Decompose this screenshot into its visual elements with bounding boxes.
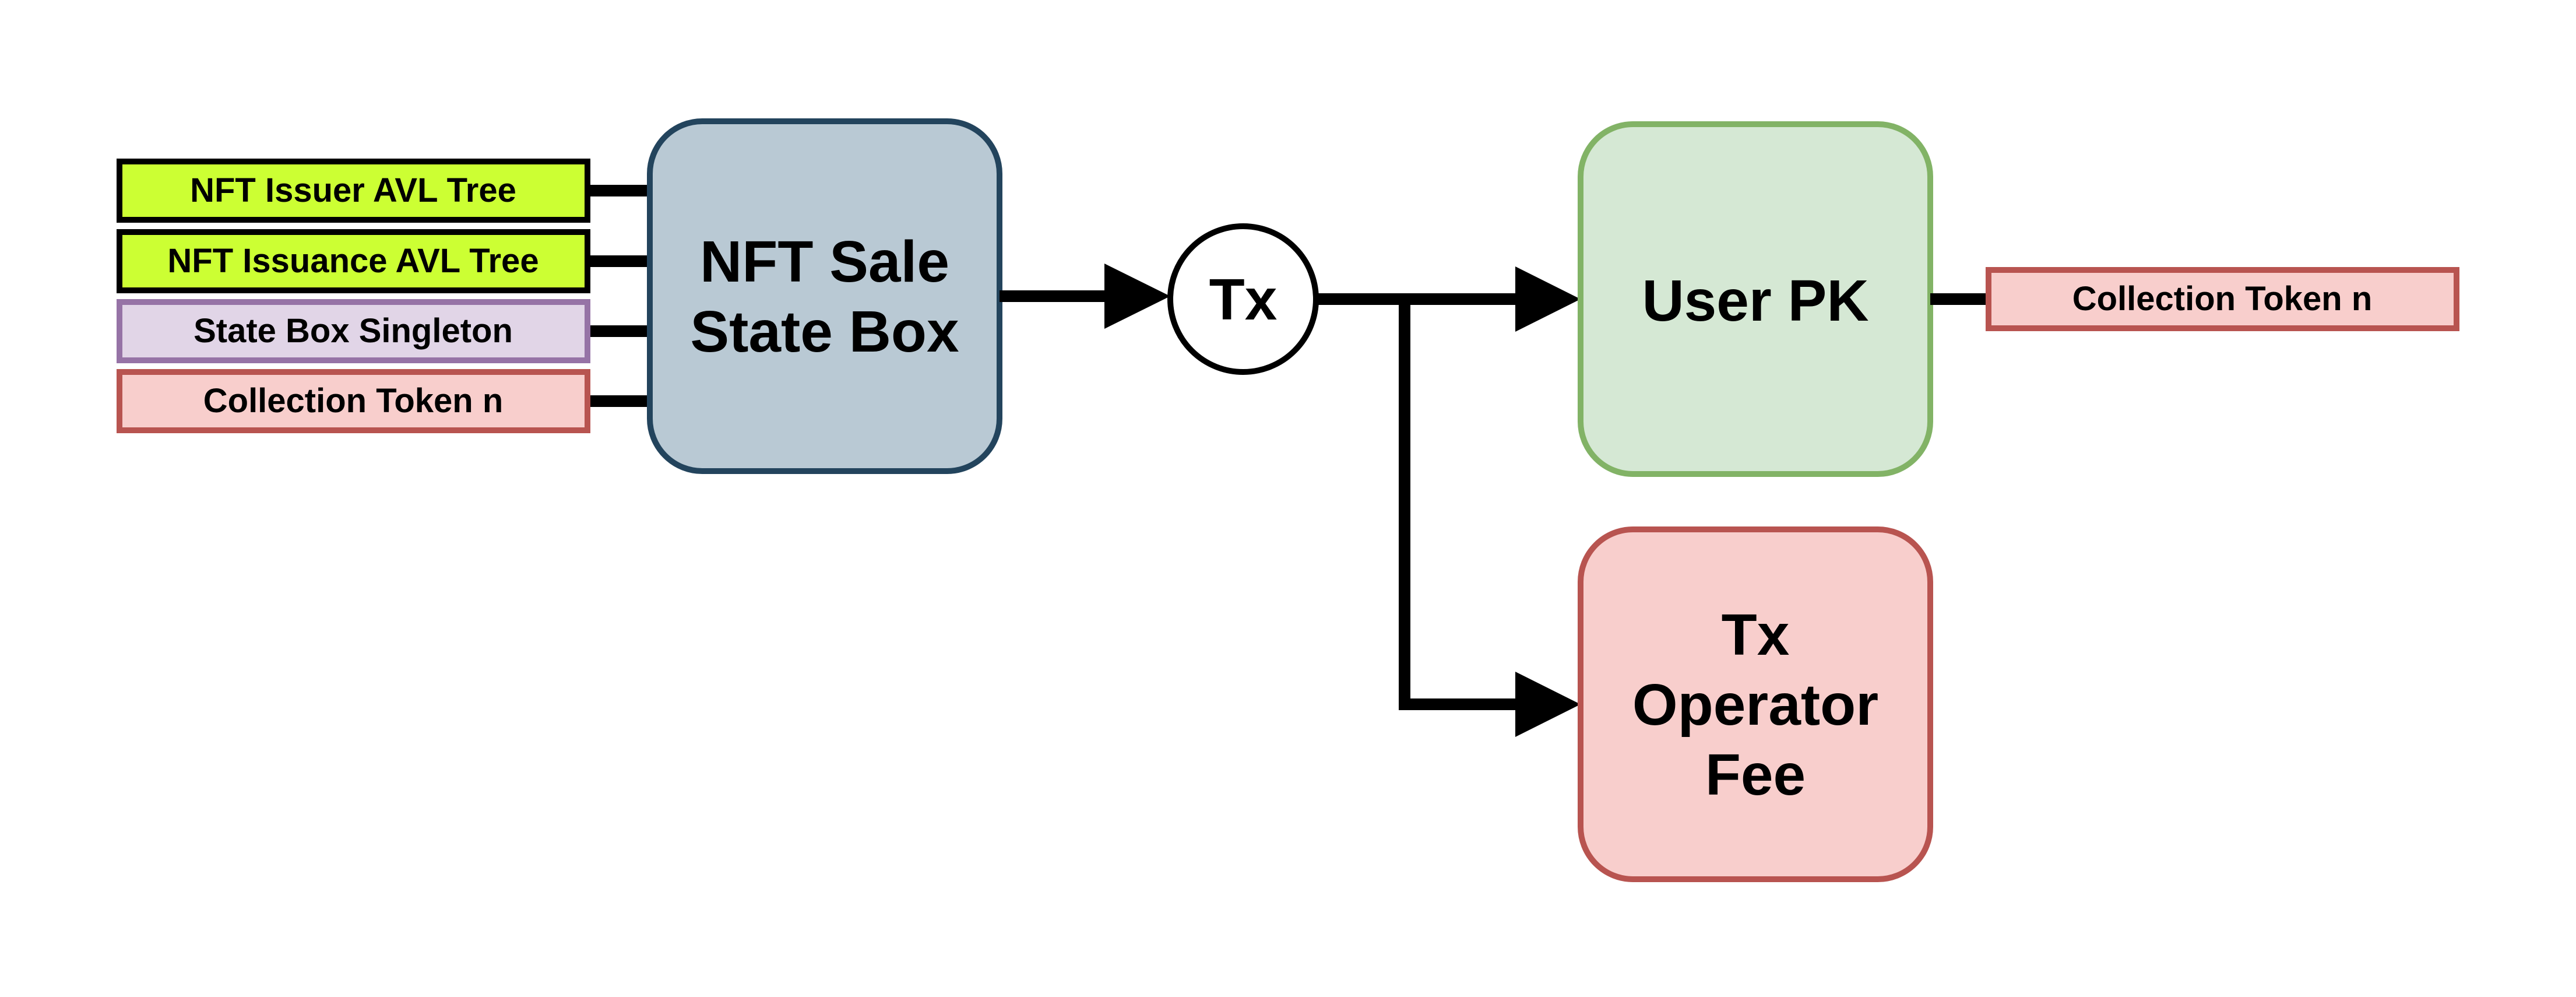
input-token-collection-label: Collection Token n xyxy=(203,382,504,420)
user-pk-label: User PK xyxy=(1642,268,1868,333)
tx-node: Tx xyxy=(1167,223,1319,375)
input-token-issuance-tree: NFT Issuance AVL Tree xyxy=(117,229,590,293)
operator-fee-line1: Tx xyxy=(1722,602,1790,668)
input-token-issuance-tree-label: NFT Issuance AVL Tree xyxy=(167,242,539,280)
arrow-state-to-tx xyxy=(1000,264,1170,329)
state-box-line1: NFT Sale xyxy=(700,229,949,294)
state-box-line2: State Box xyxy=(690,299,959,364)
user-pk-box: User PK xyxy=(1578,121,1933,477)
tx-node-label: Tx xyxy=(1209,267,1278,332)
operator-fee-box: Tx Operator Fee xyxy=(1578,526,1933,882)
input-token-collection: Collection Token n xyxy=(117,369,590,433)
input-token-state-singleton-label: State Box Singleton xyxy=(193,312,513,350)
input-token-state-singleton: State Box Singleton xyxy=(117,299,590,363)
input-token-issuer-tree-label: NFT Issuer AVL Tree xyxy=(190,171,516,209)
output-token-collection: Collection Token n xyxy=(1986,267,2459,331)
arrow-tx-to-outputs xyxy=(1316,266,1581,737)
state-box: NFT Sale State Box xyxy=(647,118,1002,474)
input-token-issuer-tree: NFT Issuer AVL Tree xyxy=(117,159,590,223)
output-token-collection-label: Collection Token n xyxy=(2072,280,2373,318)
input-connectors xyxy=(587,185,650,407)
operator-fee-line2: Operator xyxy=(1632,672,1878,738)
operator-fee-line3: Fee xyxy=(1705,742,1806,808)
